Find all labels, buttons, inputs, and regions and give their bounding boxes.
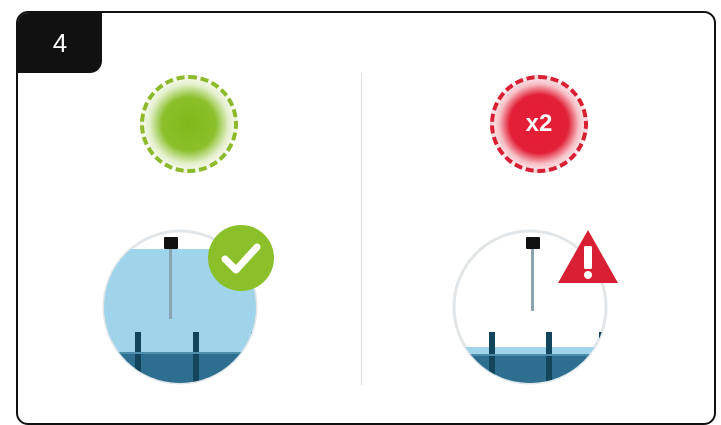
base-fill: [102, 353, 258, 385]
warning-icon: [553, 225, 623, 295]
correct-panel: [18, 13, 361, 425]
probe-rod: [531, 249, 534, 311]
status-indicator-error: x2: [490, 75, 588, 173]
probe-head: [164, 237, 178, 249]
status-indicator-ok: [140, 75, 238, 173]
instruction-card: 4: [16, 11, 716, 425]
error-panel: x2: [362, 13, 716, 425]
probe-head: [526, 237, 540, 249]
base-fill: [452, 355, 608, 385]
repeat-count-label: x2: [494, 79, 584, 169]
probe-rod: [169, 249, 172, 319]
checkmark-icon: [206, 223, 276, 293]
